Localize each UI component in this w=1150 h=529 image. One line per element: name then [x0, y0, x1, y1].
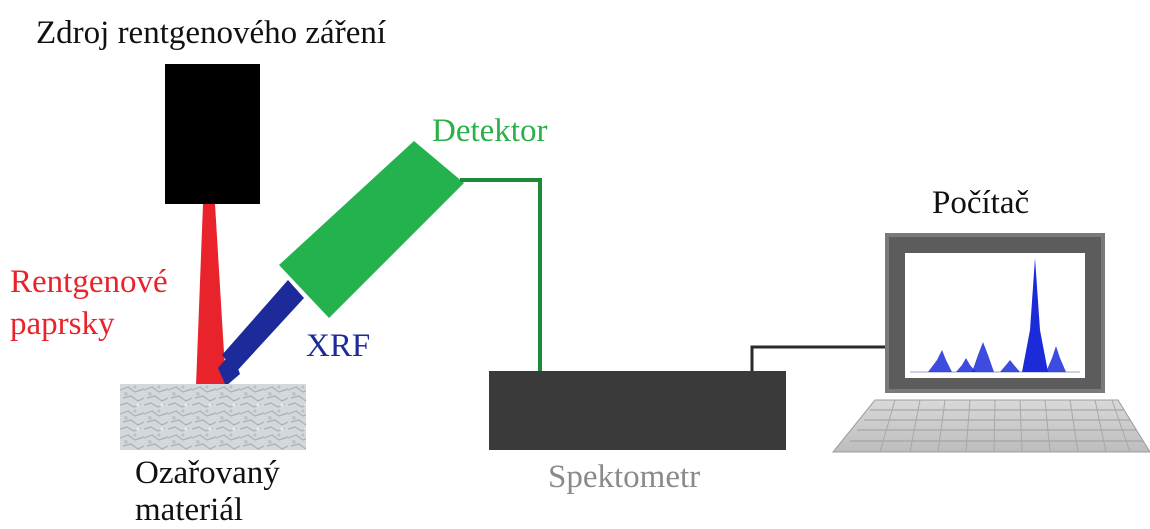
computer-cable: [750, 345, 885, 371]
sample-block-icon: [120, 384, 306, 450]
computer-label: Počítač: [932, 185, 1030, 221]
detector-label: Detektor: [432, 113, 548, 149]
xray-label-line1: Rentgenové: [10, 264, 168, 300]
xrf-beam-tail: [218, 352, 240, 386]
material-label-line1: Ozařovaný: [135, 455, 280, 491]
xray-label-line2: paprsky: [10, 306, 115, 342]
source-label: Zdroj rentgenového záření: [36, 15, 387, 51]
x-ray-beam: [196, 204, 226, 386]
x-ray-source-box: [165, 64, 260, 204]
computer-monitor-icon: [885, 233, 1105, 393]
keyboard-icon: [831, 399, 1150, 453]
xrf-beam: [222, 280, 304, 372]
material-label-line2: materiál: [135, 492, 244, 528]
detector-cable: [460, 178, 542, 371]
detector-icon: [279, 141, 464, 318]
spectrometer-box-icon: [489, 371, 786, 450]
xrf-label: XRF: [306, 328, 371, 364]
spectrometer-label: Spektometr: [548, 459, 701, 495]
